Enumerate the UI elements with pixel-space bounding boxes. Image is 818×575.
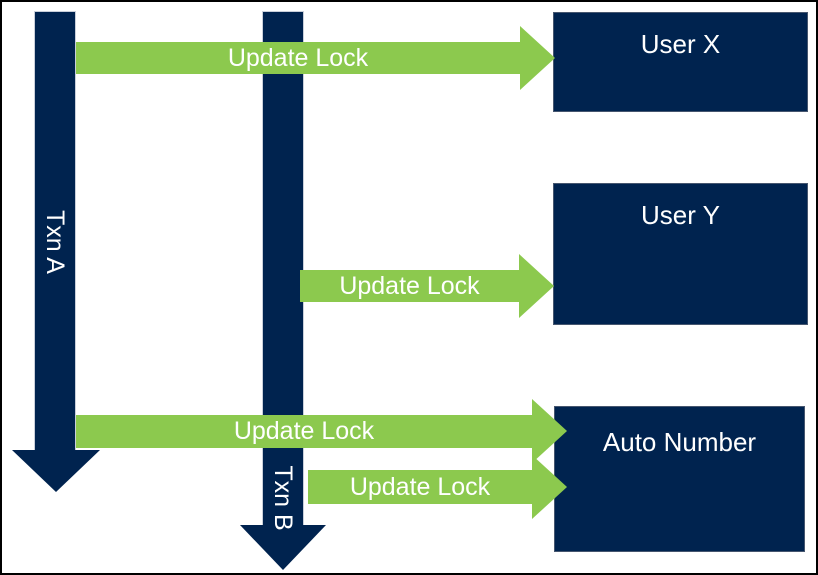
user-y-box: User Y <box>553 183 808 325</box>
update-lock-arrow-1-label: Update Lock <box>227 44 369 72</box>
user-y-box-label: User Y <box>641 200 720 230</box>
update-lock-arrow-4-arrowhead-icon <box>532 455 567 519</box>
update-lock-arrow-3-body <box>76 415 532 448</box>
txn-a-label: Txn A <box>41 210 69 274</box>
update-lock-arrow-1-arrowhead-icon <box>520 26 555 90</box>
update-lock-arrow-2-body <box>300 270 519 302</box>
update-lock-arrow-4-body <box>308 470 532 504</box>
update-lock-arrow-3-arrowhead-icon <box>532 399 567 463</box>
txn-a-down-arrowhead-icon <box>12 450 100 492</box>
update-lock-arrow-2-label: Update Lock <box>339 272 480 300</box>
auto-number-box-label: Auto Number <box>602 427 757 457</box>
user-x-box: User X <box>553 12 808 112</box>
update-lock-arrow-2-arrowhead-icon <box>519 254 554 318</box>
txn-a-timeline-bar <box>34 11 76 450</box>
update-lock-arrow-1-body <box>76 42 520 74</box>
txn-b-down-arrowhead-icon <box>240 525 326 570</box>
auto-number-box: Auto Number <box>554 406 805 552</box>
txn-b-label: Txn B <box>269 465 297 531</box>
update-lock-arrow-4-label: Update Lock <box>349 473 491 501</box>
update-lock-arrow-3-label: Update Lock <box>233 417 375 445</box>
user-x-box-label: User X <box>640 29 721 59</box>
